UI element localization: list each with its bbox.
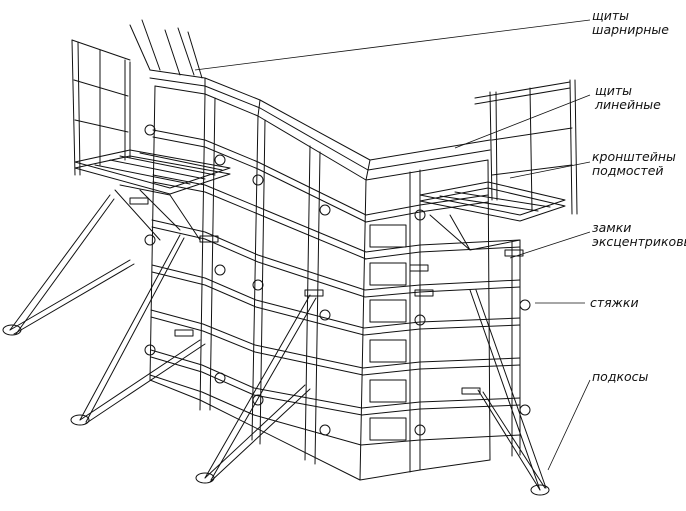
label-hinged-panels: щиты шарнирные [592, 9, 669, 37]
label-brackets-line1: кронштейны [592, 149, 676, 164]
left-platform [71, 19, 231, 241]
label-ties: стяжки [590, 296, 639, 310]
label-hinged-line2: шарнирные [592, 22, 669, 37]
label-props-text: подкосы [592, 369, 649, 384]
label-ties-text: стяжки [590, 295, 639, 310]
locks [129, 197, 524, 395]
label-props: подкосы [592, 370, 648, 384]
label-linear-panels: щиты линейные [595, 84, 661, 112]
right-platform [419, 79, 578, 251]
ties [144, 124, 531, 436]
label-linear-line1: щиты [595, 83, 633, 98]
label-brackets-line2: подмостей [592, 163, 664, 178]
label-locks-line1: замки [592, 220, 632, 235]
leader-lines [194, 19, 591, 471]
right-wall-panels [359, 159, 521, 481]
prop-bases [2, 324, 550, 496]
label-locks-line2: эксцентриковые [592, 234, 686, 249]
label-brackets: кронштейны подмостей [592, 150, 676, 178]
label-hinged-line1: щиты [592, 8, 630, 23]
left-wall-panels [149, 85, 367, 481]
label-locks: замки эксцентриковые [592, 221, 686, 249]
label-linear-line2: линейные [595, 97, 661, 112]
props [9, 194, 547, 491]
